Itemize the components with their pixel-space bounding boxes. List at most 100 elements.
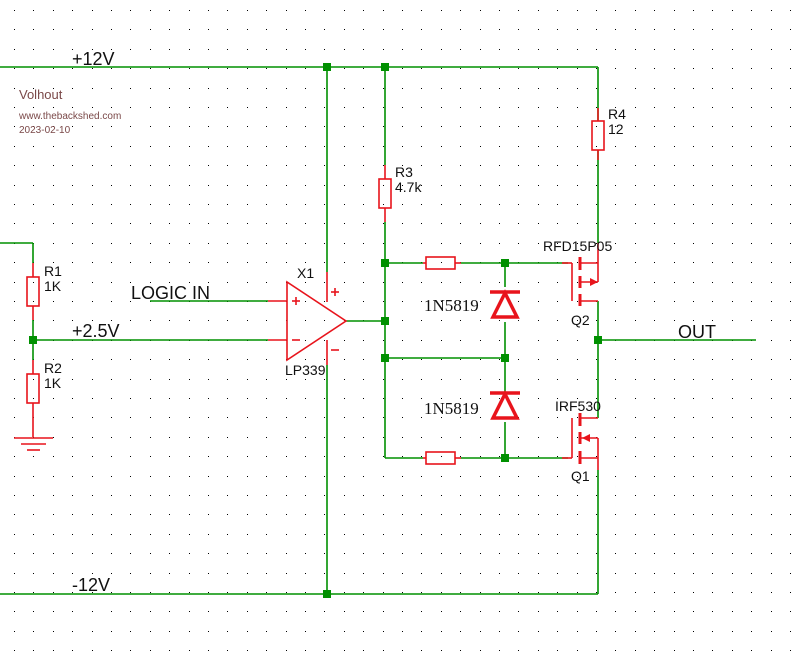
grid-dot [189, 534, 190, 535]
grid-dot [33, 398, 34, 399]
grid-dot [771, 282, 772, 283]
resistor-r2[interactable] [26, 360, 40, 437]
grid-dot [518, 10, 519, 11]
grid-dot [227, 476, 228, 477]
grid-dot [14, 282, 15, 283]
grid-dot [266, 553, 267, 554]
grid-dot [538, 146, 539, 147]
resistor-r3[interactable] [378, 165, 392, 222]
grid-dot [538, 553, 539, 554]
grid-dot [480, 165, 481, 166]
resistor-r1[interactable] [26, 263, 40, 320]
grid-dot [790, 165, 791, 166]
grid-dot [53, 553, 54, 554]
grid-dot [674, 631, 675, 632]
grid-dot [421, 456, 422, 457]
resistor-gate-upper[interactable] [423, 256, 461, 270]
diode-d1[interactable] [490, 289, 520, 319]
grid-dot [615, 49, 616, 50]
grid-dot [33, 592, 34, 593]
resistor-gate-lower[interactable] [423, 451, 461, 465]
grid-dot [169, 68, 170, 69]
grid-dot [363, 243, 364, 244]
grid-dot [635, 301, 636, 302]
grid-dot [499, 514, 500, 515]
grid-dot [693, 650, 694, 651]
grid-dot [363, 398, 364, 399]
grid-dot [72, 553, 73, 554]
grid-dot [111, 68, 112, 69]
grid-dot [324, 650, 325, 651]
grid-dot [732, 185, 733, 186]
grid-dot [53, 417, 54, 418]
grid-dot [363, 534, 364, 535]
x1-value: LP339 [285, 362, 326, 378]
grid-dot [441, 437, 442, 438]
grid-dot [130, 398, 131, 399]
grid-dot [441, 417, 442, 418]
grid-dot [363, 88, 364, 89]
grid-dot [732, 534, 733, 535]
grid-dot [421, 282, 422, 283]
resistor-r4[interactable] [591, 108, 605, 160]
net-label-logic-in: LOGIC IN [131, 283, 210, 303]
grid-dot [441, 573, 442, 574]
grid-dot [111, 262, 112, 263]
grid-dot [577, 282, 578, 283]
grid-dot [654, 631, 655, 632]
grid-dot [130, 417, 131, 418]
grid-dot [635, 611, 636, 612]
grid-dot [615, 262, 616, 263]
grid-dot [72, 592, 73, 593]
grid-dot [460, 495, 461, 496]
grid-dot [189, 68, 190, 69]
grid-dot [169, 223, 170, 224]
grid-dot [130, 68, 131, 69]
grid-dot [227, 611, 228, 612]
grid-dot [189, 185, 190, 186]
grid-dot [596, 204, 597, 205]
grid-dot [266, 243, 267, 244]
grid-dot [499, 476, 500, 477]
grid-dot [227, 29, 228, 30]
grid-dot [305, 165, 306, 166]
opamp-x1[interactable] [268, 272, 348, 365]
grid-dot [499, 553, 500, 554]
grid-dot [130, 359, 131, 360]
grid-dot [557, 340, 558, 341]
grid-dot [635, 146, 636, 147]
grid-dot [557, 185, 558, 186]
grid-dot [363, 476, 364, 477]
grid-dot [557, 359, 558, 360]
grid-dot [227, 49, 228, 50]
grid-dot [635, 10, 636, 11]
grid-dot [460, 476, 461, 477]
mosfet-q1[interactable] [562, 413, 599, 470]
grid-dot [324, 29, 325, 30]
grid-dot [286, 398, 287, 399]
grid-dot [654, 126, 655, 127]
grid-dot [751, 68, 752, 69]
grid-dot [577, 126, 578, 127]
grid-dot [654, 165, 655, 166]
grid-dot [790, 592, 791, 593]
grid-dot [654, 223, 655, 224]
grid-dot [635, 437, 636, 438]
grid-dot [596, 592, 597, 593]
grid-dot [305, 456, 306, 457]
grid-dot [14, 29, 15, 30]
grid-dot [33, 495, 34, 496]
diode-d2[interactable] [490, 390, 520, 420]
grid-dot [790, 29, 791, 30]
grid-dot [771, 611, 772, 612]
grid-dot [538, 631, 539, 632]
grid-dot [480, 282, 481, 283]
grid-dot [324, 301, 325, 302]
grid-dot [615, 107, 616, 108]
grid-dot [150, 68, 151, 69]
grid-dot [557, 88, 558, 89]
grid-dot [305, 631, 306, 632]
grid-dot [111, 282, 112, 283]
grid-dot [538, 398, 539, 399]
mosfet-q2[interactable] [562, 243, 599, 306]
